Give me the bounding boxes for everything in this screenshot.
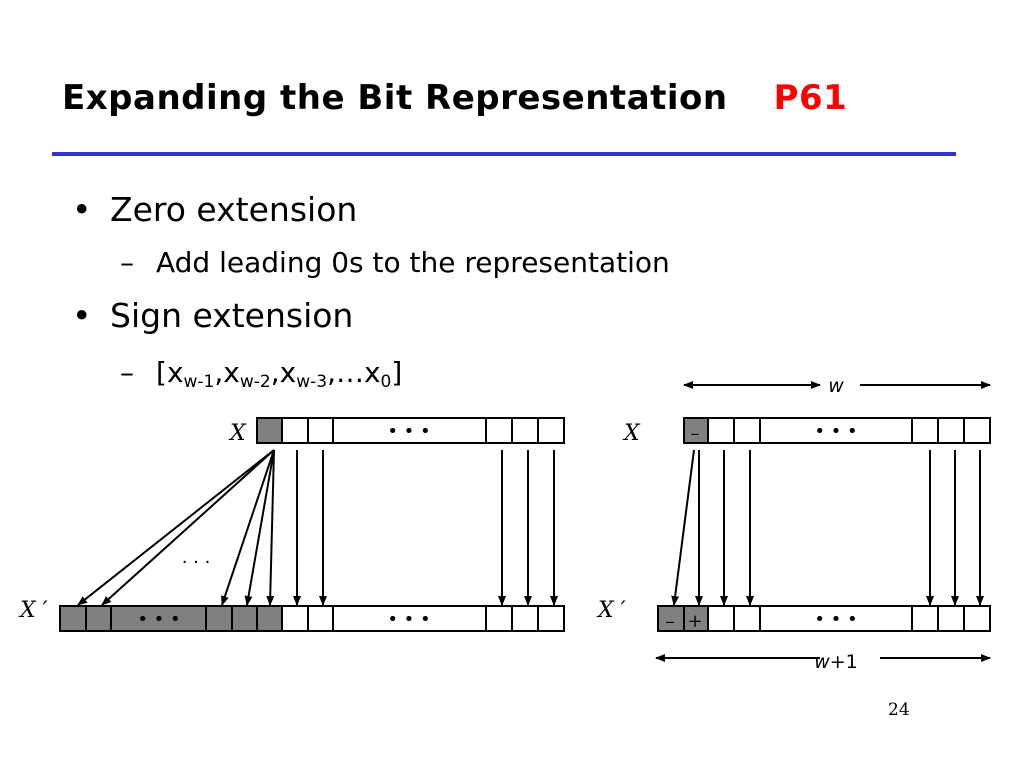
left-xprime-bit-cell	[256, 605, 283, 632]
separator: ,	[270, 356, 280, 389]
bullet-dot-icon: •	[72, 190, 92, 229]
plus-symbol-xprime: +	[687, 611, 702, 632]
right-x-bit-cell	[937, 417, 965, 444]
left-xprime-bit-cell	[485, 605, 513, 632]
width-label-rest: +1	[830, 651, 858, 673]
right-xprime-bit-cell	[911, 605, 939, 632]
left-x-bit-cell	[281, 417, 309, 444]
page-number: 24	[888, 700, 910, 720]
term-base: x	[223, 356, 240, 389]
bullet-label: Sign extension	[110, 296, 354, 335]
left-xprime-bit-cell	[307, 605, 334, 632]
ellipsis-left-xprime-right: • • •	[387, 609, 430, 630]
left-x-bit-cell	[485, 417, 513, 444]
left-x-bit-cell	[307, 417, 334, 444]
fan-arrow	[266, 449, 275, 606]
right-xprime-bit-cell	[707, 605, 735, 632]
term: xw-1	[166, 356, 215, 392]
title-text: Expanding the Bit Representation	[62, 78, 728, 118]
left-xprime-bit-cell	[205, 605, 233, 632]
term-base: x	[363, 356, 381, 389]
right-xprime-bit-cell	[937, 605, 965, 632]
right-xprime-bit-cell	[733, 605, 761, 632]
page-reference: P61	[773, 78, 848, 118]
left-x-label: X	[228, 421, 247, 446]
right-x-bit-cell	[759, 417, 913, 444]
left-x-bit-cell	[537, 417, 565, 444]
slide-title: Expanding the Bit Representation P61	[62, 78, 847, 118]
width-label-var: w	[814, 651, 830, 673]
left-x-bit-cell	[256, 417, 283, 444]
ellipsis-left-xprime-ext: • • •	[137, 609, 180, 630]
left-x-bit-cell	[332, 417, 487, 444]
sub-bullet-zero-extension: – Add leading 0s to the representation	[120, 246, 670, 279]
term-sub: w-2	[239, 372, 271, 392]
sub-bullet-text: Add leading 0s to the representation	[156, 246, 670, 279]
ellipsis: …	[335, 356, 364, 389]
term-sub: w-3	[296, 372, 328, 392]
fan-arrow	[221, 449, 275, 606]
fan-arrow	[101, 449, 275, 606]
bullet-zero-extension: • Zero extension	[72, 190, 358, 229]
right-x-bit-cell	[707, 417, 735, 444]
close-bracket: ]	[391, 356, 403, 389]
sign-symbol-x: –	[691, 423, 700, 444]
term-base: x	[279, 356, 297, 389]
right-x-bit-cell	[733, 417, 761, 444]
left-xprime-label: X ′	[18, 598, 48, 623]
diagram-content	[59, 381, 991, 662]
right-x-bit-cell	[963, 417, 991, 444]
sub-bullet-dash-icon: –	[120, 246, 134, 279]
left-xprime-bit-cell	[85, 605, 112, 632]
width-label-w: w	[828, 375, 844, 397]
ellipsis-right-xprime: • • •	[814, 609, 857, 630]
width-label-w-plus-one: w+1	[814, 651, 858, 673]
right-xprime-bit-cell	[657, 605, 685, 632]
ellipsis-left-x: • • •	[387, 421, 430, 442]
separator: ,	[214, 356, 224, 389]
sub-bullet-sign-vector: – [xw-1,xw-2,xw-3,…x0]	[120, 356, 403, 392]
bullet-sign-extension: • Sign extension	[72, 296, 354, 335]
fan-arrow	[77, 449, 275, 606]
ellipsis-right-x: • • •	[814, 421, 857, 442]
bullet-label: Zero extension	[110, 190, 358, 229]
left-xprime-bit-cell	[511, 605, 539, 632]
sign-vector: [xw-1,xw-2,xw-3,…x0]	[156, 356, 403, 392]
sign-copy-arrow	[671, 449, 695, 606]
sign-symbol-xprime: –	[666, 611, 675, 632]
term: xw-2	[223, 356, 271, 392]
left-xprime-bit-cell	[281, 605, 309, 632]
right-x-bit-cell	[911, 417, 939, 444]
title-divider	[52, 152, 956, 156]
left-x-bit-cell	[511, 417, 539, 444]
fan-ellipsis: · · ·	[182, 552, 211, 573]
term-sub: w-1	[183, 372, 215, 392]
left-xprime-bit-cell	[332, 605, 487, 632]
open-bracket: [	[156, 356, 167, 389]
bullet-dot-icon: •	[72, 296, 92, 335]
term-base: x	[166, 356, 184, 389]
term: xw-3	[279, 356, 328, 392]
term-sub: 0	[380, 372, 392, 392]
left-xprime-bit-cell	[231, 605, 258, 632]
right-xprime-bit-cell	[963, 605, 991, 632]
left-xprime-bit-cell	[110, 605, 207, 632]
sub-bullet-dash-icon: –	[120, 356, 134, 389]
right-xprime-label: X ′	[596, 598, 626, 623]
left-xprime-bit-cell	[59, 605, 87, 632]
right-x-label: X	[622, 421, 641, 446]
separator: ,	[327, 356, 336, 389]
left-xprime-bit-cell	[537, 605, 565, 632]
fan-arrow	[244, 449, 275, 606]
